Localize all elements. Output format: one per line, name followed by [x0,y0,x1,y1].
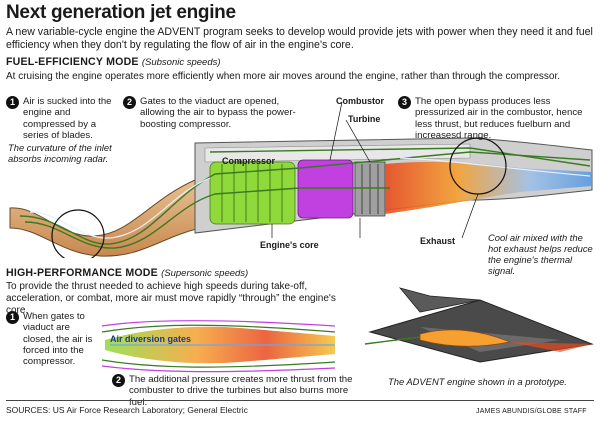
fuel-step3-number: 3 [398,96,411,109]
prototype-aircraft [364,287,594,363]
page-title: Next generation jet engine [6,2,236,23]
fuel-step1-text: Air is sucked into the engine and compre… [23,96,112,141]
perf-mode-description: To provide the thrust needed to achieve … [6,281,336,316]
perf-step2-text: The additional pressure creates more thr… [129,374,353,408]
engine-diagram-fuel [9,101,593,258]
combustor-stage [297,159,354,219]
label-air-diversion-gates: Air diversion gates [110,334,192,344]
credit-line: JAMES ABUNDIS/GLOBE STAFF [476,408,587,415]
fuel-mode-description: At cruising the engine operates more eff… [6,71,561,82]
compressor-stage [209,161,296,225]
footer-rule [6,400,594,401]
inlet-callout-circle [51,209,105,258]
lead-paragraph: A new variable-cycle engine the ADVENT p… [6,26,593,51]
label-turbine: Turbine [348,114,381,124]
prototype-caption: The ADVENT engine shown in a prototype. [388,376,567,387]
perf-step2-number: 2 [112,374,125,387]
fuel-step2-text: Gates to the viaduct are opened, allowin… [140,96,296,130]
perf-mode-subtitle: (Supersonic speeds) [161,268,249,279]
engine-diagram-perf [101,320,336,373]
perf-mode-title: HIGH-PERFORMANCE MODE [6,267,158,279]
exhaust-plume [385,161,592,214]
perf-mode-heading: HIGH-PERFORMANCE MODE (Supersonic speeds… [6,267,248,279]
label-compressor: Compressor [222,156,276,166]
fuel-step2-number: 2 [123,96,136,109]
label-engines-core: Engine's core [260,240,319,250]
perf-step1-text: When gates to viaduct are closed, the ai… [23,311,93,368]
fuel-step1-number: 1 [6,96,19,109]
label-combustor: Combustor [336,96,384,106]
sources-line: SOURCES: US Air Force Research Laborator… [6,405,248,415]
perf-step1-number: 1 [6,311,19,324]
fuel-mode-heading: FUEL-EFFICIENCY MODE (Subsonic speeds) [6,56,221,68]
fuel-mode-title: FUEL-EFFICIENCY MODE [6,56,139,68]
cool-air-callout: Cool air mixed with the hot exhaust help… [488,232,593,276]
inlet-callout: The curvature of the inlet absorbs incom… [8,142,112,164]
fuel-step3-text: The open bypass produces less pressurize… [415,96,583,141]
label-exhaust: Exhaust [420,236,456,246]
fuel-mode-subtitle: (Subsonic speeds) [141,57,221,68]
